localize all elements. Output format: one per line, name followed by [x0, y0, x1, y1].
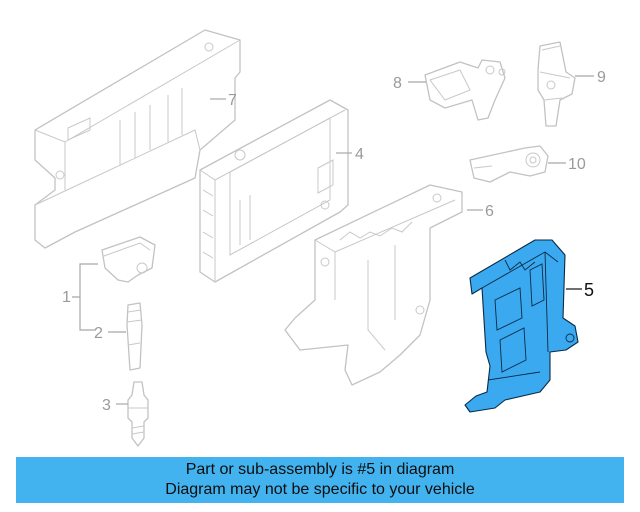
part-4-control-module: [199, 99, 349, 283]
callout-1: 1: [62, 289, 71, 306]
leader-1: [72, 263, 98, 331]
part-8-sensor: [424, 59, 506, 121]
banner-line-2: Diagram may not be specific to your vehi…: [165, 481, 475, 498]
part-7-bracket: [34, 29, 241, 249]
part-1-ignition-coil: [101, 236, 156, 283]
callout-5: 5: [584, 280, 594, 300]
callout-8: 8: [393, 75, 402, 92]
parts-diagram: 7 4 8 9 10: [34, 29, 606, 447]
callout-3: 3: [102, 397, 111, 414]
part-9-sensor: [537, 41, 576, 127]
part-10-sensor: [469, 145, 549, 183]
callout-6: 6: [485, 203, 494, 220]
part-5-highlighted-bracket: [464, 239, 579, 413]
callout-4: 4: [355, 146, 364, 163]
part-6-bracket: [284, 184, 463, 386]
part-3-spark-plug: [127, 381, 149, 447]
part-2-boot: [126, 302, 143, 371]
banner-line-1: Part or sub-assembly is #5 in diagram: [185, 461, 455, 478]
info-banner: Part or sub-assembly is #5 in diagram Di…: [16, 457, 624, 503]
callout-10: 10: [568, 156, 586, 173]
callout-9: 9: [597, 69, 606, 86]
callout-2: 2: [94, 325, 103, 342]
callout-7: 7: [228, 92, 237, 109]
